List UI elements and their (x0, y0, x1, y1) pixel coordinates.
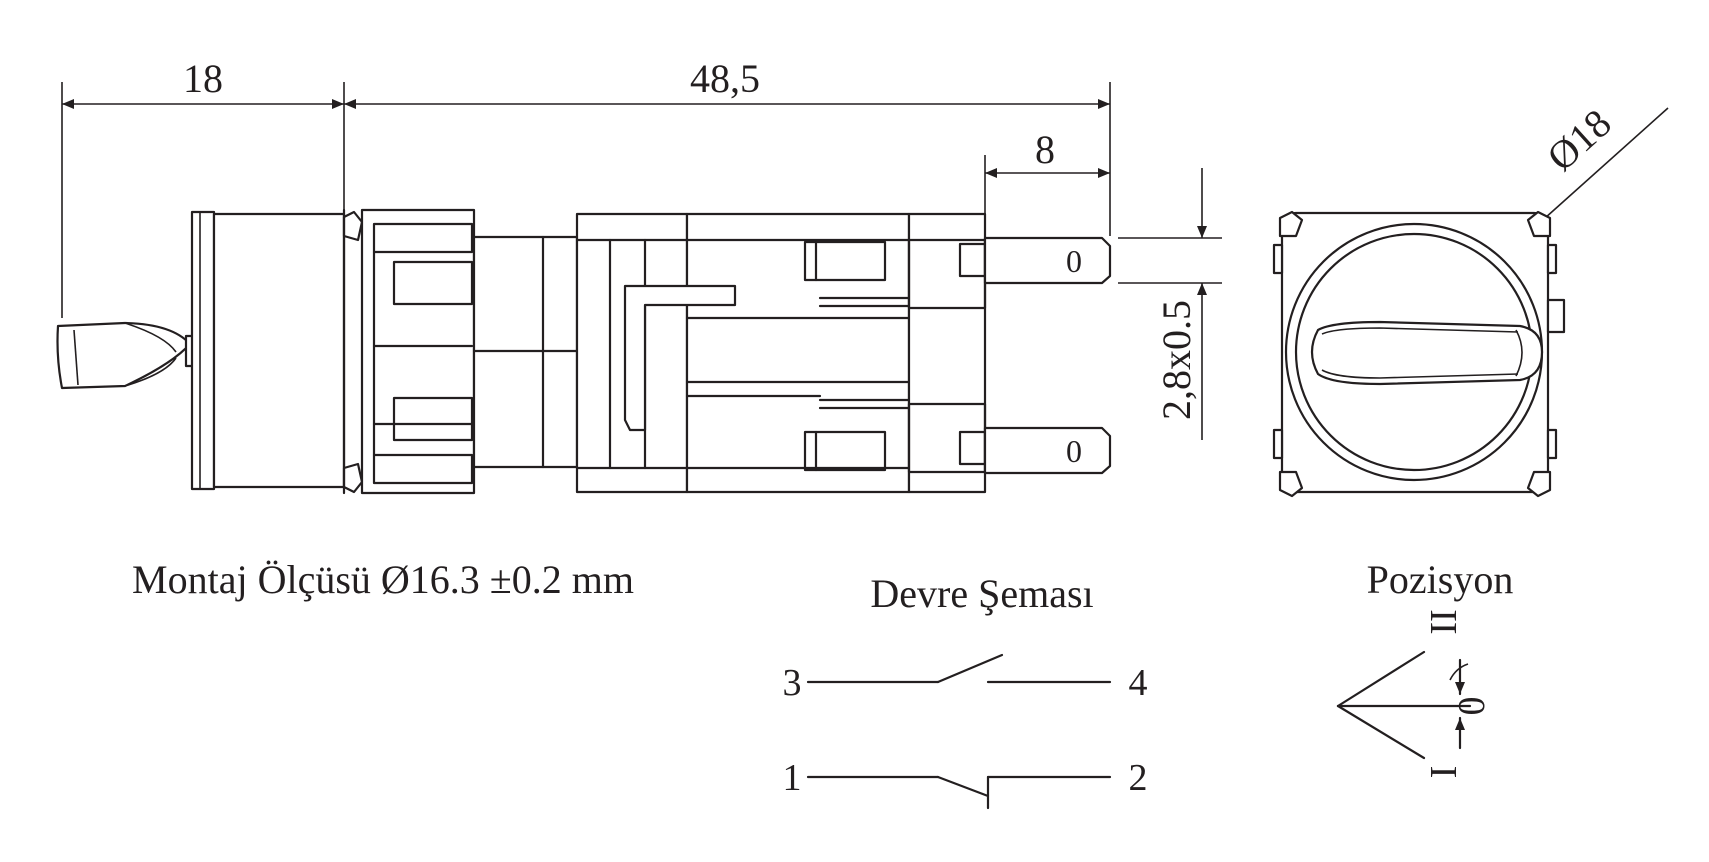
front-view (1272, 210, 1566, 498)
caption-position: Pozisyon (1367, 557, 1514, 602)
position-label-0: 0 (1451, 697, 1493, 716)
circuit-diagram (806, 653, 1112, 810)
position-diagram (1336, 650, 1472, 760)
position-label-II: II (1423, 609, 1465, 634)
dim-actuator-length: 18 (183, 56, 223, 101)
position-label-I: I (1423, 766, 1465, 779)
terminal-hole-upper: 0 (1066, 243, 1082, 279)
pin-label-4: 4 (1129, 662, 1148, 704)
pin-label-1: 1 (783, 757, 802, 799)
dim-terminal-length: 8 (1035, 127, 1055, 172)
pin-label-2: 2 (1129, 757, 1148, 799)
dim-body-length: 48,5 (690, 56, 760, 101)
side-view: 0 0 (56, 208, 1112, 495)
pin-label-3: 3 (783, 662, 802, 704)
caption-mounting: Montaj Ölçüsü Ø16.3 ±0.2 mm (132, 557, 634, 602)
dim-diameter: Ø18 (1538, 100, 1619, 180)
dimension-lines (61, 82, 1669, 440)
caption-circuit: Devre Şeması (870, 571, 1093, 616)
terminal-hole-lower: 0 (1066, 433, 1082, 469)
dim-terminal-size: 2,8x0.5 (1154, 300, 1199, 420)
